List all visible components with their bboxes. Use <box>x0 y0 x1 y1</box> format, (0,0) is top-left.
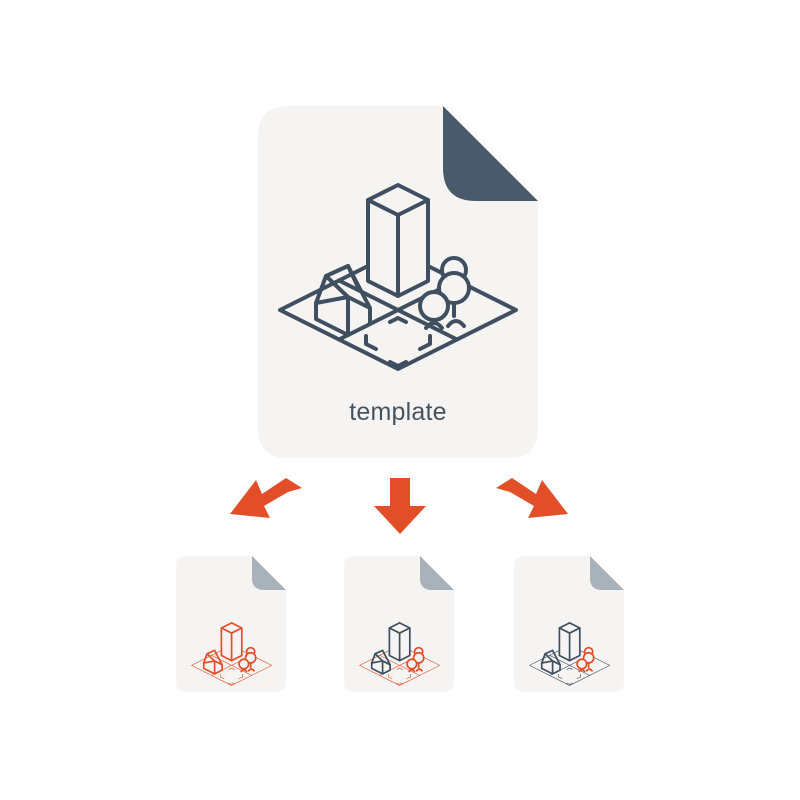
arrow-down-icon <box>374 478 426 534</box>
output-document-mixed <box>344 556 454 692</box>
arrow-down-left-icon <box>230 478 302 518</box>
output-document-navy <box>514 556 624 692</box>
template-label: template <box>349 398 447 426</box>
output-document-shape <box>344 556 454 692</box>
city-block-illustration <box>191 622 273 686</box>
template-document: template <box>258 106 538 458</box>
page-fold-corner <box>590 556 624 590</box>
page-fold-corner <box>443 106 538 201</box>
page-fold-corner <box>420 556 454 590</box>
template-document-shape <box>258 106 538 458</box>
city-block-illustration <box>529 622 611 686</box>
city-block-illustration <box>359 622 441 686</box>
output-document-shape <box>176 556 286 692</box>
arrow-down-right-icon <box>496 478 568 518</box>
output-document-shape <box>514 556 624 692</box>
page-fold-corner <box>252 556 286 590</box>
city-block-illustration <box>278 183 518 371</box>
output-document-orange <box>176 556 286 692</box>
